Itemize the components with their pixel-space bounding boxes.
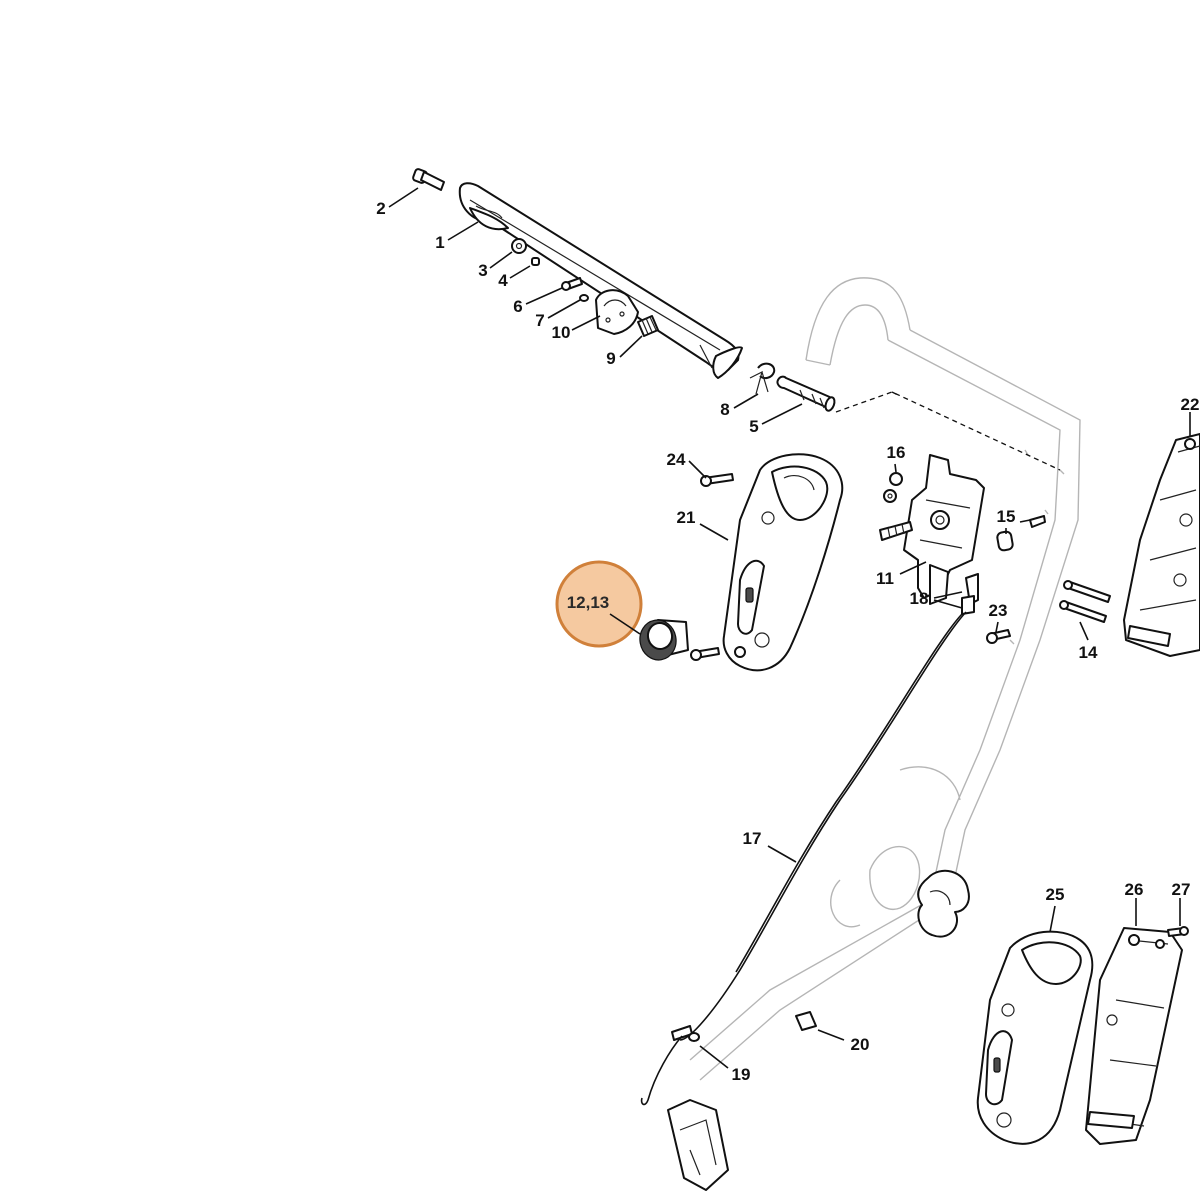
- part-label-4: 4: [498, 271, 508, 290]
- clip-8: [749, 362, 776, 395]
- part-label-9: 9: [606, 349, 615, 368]
- part-label-26: 26: [1125, 880, 1144, 899]
- handle-knob: [917, 869, 970, 938]
- part-label-14: 14: [1079, 643, 1098, 662]
- cable-end-18: [961, 573, 979, 615]
- screw-15: [1029, 515, 1046, 528]
- screw-knob: [690, 647, 720, 661]
- part-label-20: 20: [851, 1035, 870, 1054]
- screw-23: [986, 629, 1011, 644]
- side-cover-21: [722, 453, 844, 672]
- highlight-label: 12,13: [567, 593, 610, 612]
- screw-6: [561, 277, 583, 291]
- nut-4: [531, 257, 540, 266]
- washer-7: [579, 294, 589, 302]
- part-label-10: 10: [552, 323, 571, 342]
- part-label-22: 22: [1181, 395, 1200, 414]
- pin-5: [776, 375, 836, 412]
- part-label-3: 3: [478, 261, 487, 280]
- part-label-11: 11: [876, 569, 894, 588]
- part-label-19: 19: [732, 1065, 751, 1084]
- leader-lines: [388, 187, 1191, 1069]
- cable-17: [679, 611, 967, 1041]
- clip-20: [795, 1011, 817, 1031]
- part-label-1: 1: [435, 233, 444, 252]
- housing-26: [1085, 927, 1183, 1145]
- nut-19: [688, 1032, 700, 1042]
- part-label-24: 24: [667, 450, 686, 469]
- nut-16: [889, 472, 903, 486]
- part-label-2: 2: [376, 199, 385, 218]
- knob-12-13: [639, 619, 689, 661]
- screw-24: [700, 473, 734, 487]
- part-label-18: 18: [910, 589, 929, 608]
- part-label-6: 6: [513, 297, 522, 316]
- part-labels: 2 1 3 4 6 7 10 9 8 5 24 21 16 11 15 18 2…: [376, 199, 1199, 1084]
- washer-3: [511, 238, 527, 254]
- part-label-27: 27: [1172, 880, 1191, 899]
- part-label-23: 23: [989, 601, 1008, 620]
- bolts-14: [1059, 580, 1111, 623]
- part-label-25: 25: [1046, 885, 1065, 904]
- part-label-5: 5: [749, 417, 758, 436]
- part-label-17: 17: [743, 829, 762, 848]
- handle-frame: [689, 277, 1081, 1081]
- part-label-15: 15: [997, 507, 1016, 526]
- spring-9: [637, 315, 659, 337]
- top-handle-bar: [458, 182, 743, 379]
- bottom-bracket: [667, 1099, 729, 1191]
- housing-22: [1123, 433, 1200, 657]
- part-label-7: 7: [535, 311, 544, 330]
- part-label-8: 8: [720, 400, 729, 419]
- screw-27: [1167, 926, 1189, 937]
- cover-25: [976, 930, 1094, 1145]
- highlight-marker[interactable]: 12,13: [555, 560, 643, 648]
- spacer-15: [996, 530, 1014, 552]
- bolt-2: [412, 168, 445, 191]
- part-label-21: 21: [677, 508, 696, 527]
- bracket-10: [595, 289, 639, 335]
- part-label-16: 16: [887, 443, 906, 462]
